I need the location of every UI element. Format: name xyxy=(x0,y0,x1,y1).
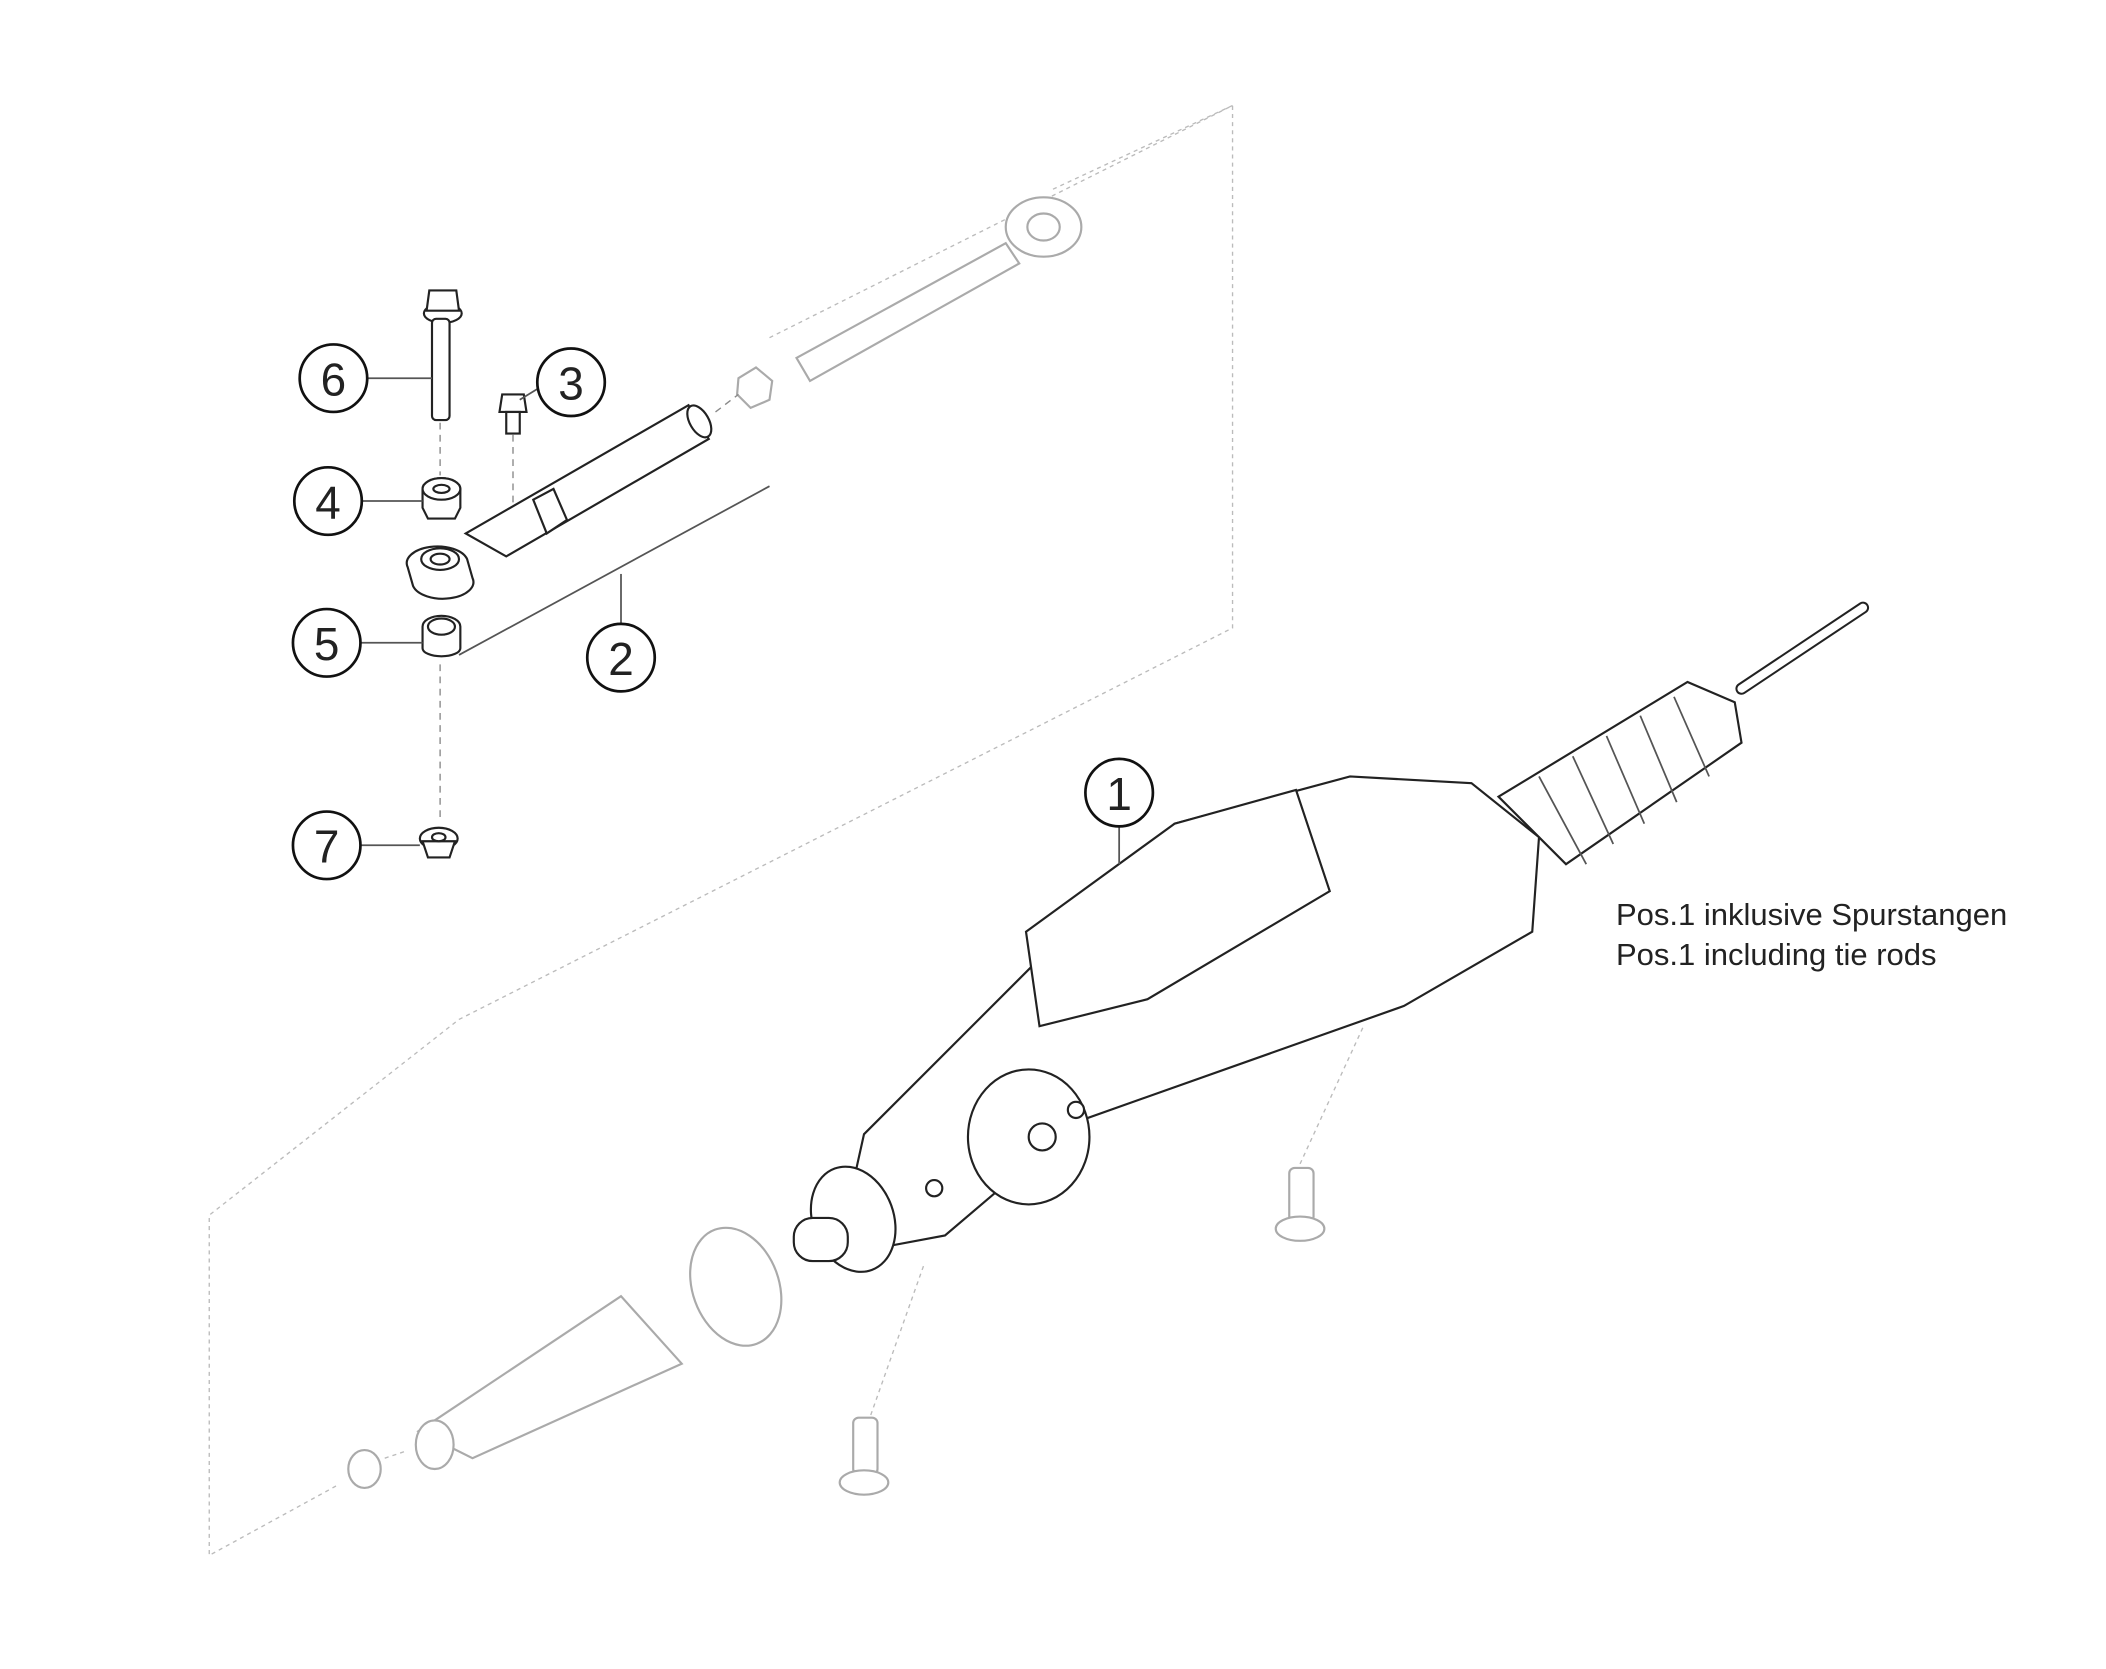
callout-1-label: 1 xyxy=(1106,768,1132,820)
callout-7: 7 xyxy=(291,810,420,881)
callout-4: 4 xyxy=(292,465,423,537)
note-german: Pos.1 inklusive Spurstangen xyxy=(1616,897,2008,932)
callout-5: 5 xyxy=(291,607,423,678)
part-7-nut xyxy=(418,826,459,859)
callout-1: 1 xyxy=(1084,757,1155,828)
mount-bolt-left xyxy=(838,1262,926,1496)
callout-6-label: 6 xyxy=(321,354,347,406)
callout-4-label: 4 xyxy=(315,476,341,528)
ghost-parts xyxy=(347,1025,1365,1496)
callout-3-label: 3 xyxy=(558,358,584,410)
part-5-bushing xyxy=(421,614,462,817)
assembly-frame-lines xyxy=(208,104,1234,1557)
callout-6: 6 xyxy=(298,343,432,414)
callout-3: 3 xyxy=(519,347,607,418)
part-1-steering-rack xyxy=(792,601,1870,1273)
mount-bolt-right xyxy=(1274,1025,1365,1242)
callout-2: 2 xyxy=(585,573,657,693)
callout-5-label: 5 xyxy=(314,618,340,670)
callout-7-label: 7 xyxy=(314,821,340,873)
inner-tie-rod-ghost xyxy=(715,196,1083,413)
part-2-tie-rod-end xyxy=(405,403,770,656)
part-6-bolt xyxy=(422,289,463,476)
note-english: Pos.1 including tie rods xyxy=(1616,937,1937,972)
part-4-bushing xyxy=(421,477,462,520)
rack-boot-ribs xyxy=(1538,696,1710,865)
callout-2-label: 2 xyxy=(608,633,634,685)
